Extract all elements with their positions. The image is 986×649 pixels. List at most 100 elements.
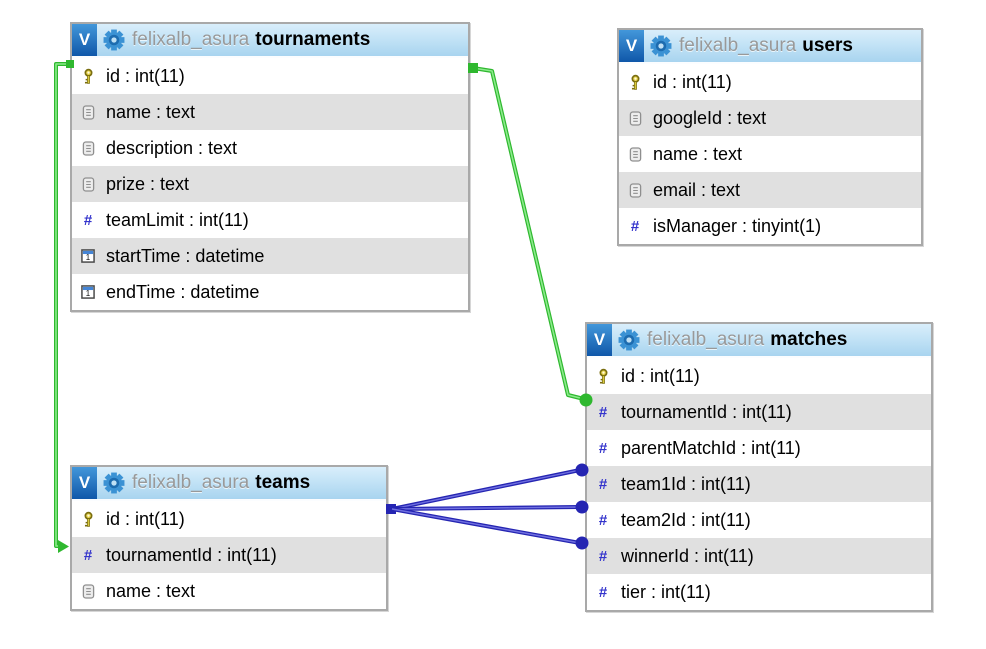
field-row-tournaments-name[interactable]: name : text	[72, 94, 468, 130]
view-badge[interactable]: V	[72, 24, 97, 56]
field-row-teams-tournamentId[interactable]: # tournamentId : int(11)	[72, 537, 386, 573]
field-label: tournamentId : int(11)	[621, 401, 792, 422]
field-label: name : text	[106, 580, 196, 601]
field-row-users-isManager[interactable]: # isManager : tinyint(1)	[619, 208, 921, 244]
field-row-tournaments-startTime[interactable]: 1 startTime : datetime	[72, 238, 468, 274]
field-label: tier : int(11)	[621, 581, 711, 602]
field-label: description : text	[106, 137, 238, 158]
field-row-users-email[interactable]: email : text	[619, 172, 921, 208]
table-header-users[interactable]: V felixalb_asura users	[619, 30, 921, 64]
relation-teams-matches-team1	[386, 463, 589, 514]
field-label: id : int(11)	[621, 365, 700, 386]
text-icon	[80, 140, 96, 156]
numeric-icon: #	[598, 547, 608, 565]
field-label: name : text	[653, 143, 743, 164]
field-row-matches-tournamentId[interactable]: # tournamentId : int(11)	[587, 394, 931, 430]
field-list: id : int(11) name : text description : t…	[72, 58, 468, 310]
table-name: tournaments	[255, 29, 371, 50]
field-label: isManager : tinyint(1)	[653, 215, 822, 236]
view-badge[interactable]: V	[587, 324, 612, 356]
numeric-icon: #	[598, 403, 608, 421]
text-icon	[627, 182, 643, 198]
field-label: team2Id : int(11)	[621, 509, 751, 530]
svg-text:1: 1	[86, 289, 91, 298]
svg-text:1: 1	[86, 253, 91, 262]
relation-tournaments-matches	[468, 63, 593, 407]
key-icon	[595, 368, 611, 385]
field-label: endTime : datetime	[106, 281, 260, 302]
field-row-tournaments-teamLimit[interactable]: # teamLimit : int(11)	[72, 202, 468, 238]
field-row-tournaments-description[interactable]: description : text	[72, 130, 468, 166]
field-row-teams-name[interactable]: name : text	[72, 573, 386, 609]
numeric-icon: #	[630, 217, 640, 235]
field-row-users-name[interactable]: name : text	[619, 136, 921, 172]
numeric-icon: #	[598, 511, 608, 529]
relation-endpoint-arrow	[58, 540, 69, 553]
field-list: id : int(11) # tournamentId : int(11) na…	[72, 501, 386, 609]
numeric-icon: #	[598, 583, 608, 601]
field-row-matches-id[interactable]: id : int(11)	[587, 358, 931, 394]
datetime-icon: 1	[80, 249, 96, 263]
field-label: email : text	[653, 179, 741, 200]
field-row-matches-winnerId[interactable]: # winnerId : int(11)	[587, 538, 931, 574]
view-badge[interactable]: V	[72, 467, 97, 499]
field-label: id : int(11)	[106, 508, 185, 529]
field-list: id : int(11) googleId : text name : text…	[619, 64, 921, 244]
schema-name: felixalb_asura	[679, 35, 797, 56]
text-icon	[80, 176, 96, 192]
field-row-users-id[interactable]: id : int(11)	[619, 64, 921, 100]
view-badge[interactable]: V	[619, 30, 644, 62]
table-teams: V felixalb_asura teams id : int(11) # to…	[70, 465, 388, 611]
field-row-matches-parentMatchId[interactable]: # parentMatchId : int(11)	[587, 430, 931, 466]
gear-icon	[103, 472, 125, 494]
field-label: team1Id : int(11)	[621, 473, 751, 494]
gear-icon	[103, 29, 125, 51]
field-label: id : int(11)	[653, 71, 732, 92]
field-label: startTime : datetime	[106, 245, 265, 266]
field-row-matches-team2Id[interactable]: # team2Id : int(11)	[587, 502, 931, 538]
table-header-tournaments[interactable]: V felixalb_asura tournaments	[72, 24, 468, 58]
gear-icon	[618, 329, 640, 351]
schema-name: felixalb_asura	[132, 472, 250, 493]
key-icon	[80, 511, 96, 528]
field-row-teams-id[interactable]: id : int(11)	[72, 501, 386, 537]
relation-teams-matches-team2	[391, 500, 589, 514]
field-label: parentMatchId : int(11)	[621, 437, 801, 458]
field-label: googleId : text	[653, 107, 767, 128]
table-matches: V felixalb_asura matches id : int(11) # …	[585, 322, 933, 612]
text-icon	[627, 146, 643, 162]
schema-name: felixalb_asura	[132, 29, 250, 50]
table-header-teams[interactable]: V felixalb_asura teams	[72, 467, 386, 501]
key-icon	[80, 68, 96, 85]
field-row-tournaments-id[interactable]: id : int(11)	[72, 58, 468, 94]
field-row-tournaments-prize[interactable]: prize : text	[72, 166, 468, 202]
relation-teams-matches-winner	[391, 507, 589, 550]
numeric-icon: #	[83, 211, 93, 229]
numeric-icon: #	[598, 439, 608, 457]
gear-icon	[650, 35, 672, 57]
field-label: prize : text	[106, 173, 190, 194]
text-icon	[80, 583, 96, 599]
field-label: teamLimit : int(11)	[106, 209, 249, 230]
numeric-icon: #	[598, 475, 608, 493]
field-row-tournaments-endTime[interactable]: 1 endTime : datetime	[72, 274, 468, 310]
field-list: id : int(11) # tournamentId : int(11) # …	[587, 358, 931, 610]
text-icon	[80, 104, 96, 120]
table-tournaments: V felixalb_asura tournaments id : int(11…	[70, 22, 470, 312]
field-row-matches-tier[interactable]: # tier : int(11)	[587, 574, 931, 610]
table-name: users	[802, 35, 853, 56]
field-label: tournamentId : int(11)	[106, 544, 277, 565]
table-name: teams	[255, 472, 311, 493]
table-name: matches	[770, 329, 848, 350]
field-row-users-googleId[interactable]: googleId : text	[619, 100, 921, 136]
key-icon	[627, 74, 643, 91]
field-label: winnerId : int(11)	[621, 545, 754, 566]
field-label: name : text	[106, 101, 196, 122]
text-icon	[627, 110, 643, 126]
field-row-matches-team1Id[interactable]: # team1Id : int(11)	[587, 466, 931, 502]
schema-name: felixalb_asura	[647, 329, 765, 350]
datetime-icon: 1	[80, 285, 96, 299]
field-label: id : int(11)	[106, 65, 185, 86]
table-header-matches[interactable]: V felixalb_asura matches	[587, 324, 931, 358]
